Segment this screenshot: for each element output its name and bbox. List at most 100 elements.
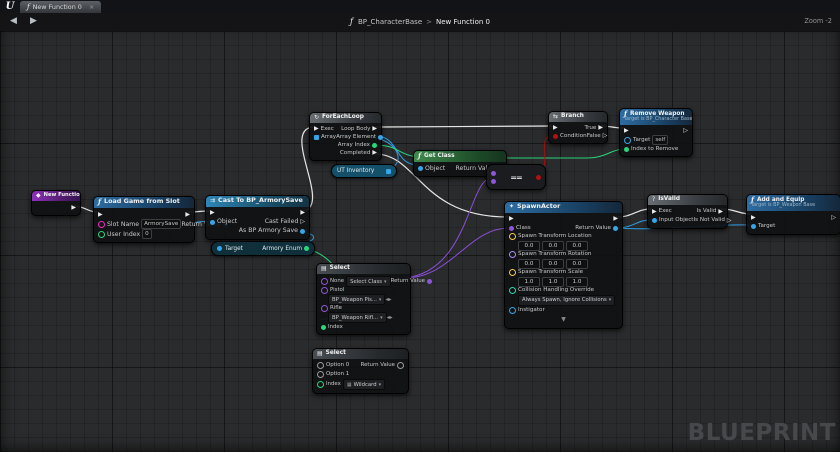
rotation-x-input[interactable]: 0.0 [518,259,540,269]
cast-failed-pin[interactable]: ▷ [300,219,305,225]
equal-input-b-pin[interactable] [491,179,496,184]
node-branch[interactable]: ⇆ Branch ▶ True ▶ Condition False ▷ [548,111,608,144]
exec-out-pin[interactable]: ▶ [613,216,618,222]
array-index-pin[interactable] [372,143,377,148]
location-y-input[interactable]: 0.0 [542,241,564,251]
breadcrumb-current[interactable]: New Function 0 [436,18,490,26]
exec-in-pin[interactable]: ▶ [509,216,514,222]
exec-in-pin[interactable]: ▶ [553,125,558,131]
return-value-pin[interactable] [613,226,618,231]
exec-in-pin[interactable]: ▶ [98,212,103,218]
pin-label: Return Value [361,362,395,368]
collision-handling-dropdown[interactable]: Always Spawn, Ignore Collisions ▾ [518,295,615,306]
exec-in-pin[interactable]: ▶ [652,209,657,215]
exec-out-pin[interactable]: ▶ [300,210,305,216]
index-wildcard-dropdown[interactable]: ▦ Wildcard ▾ [343,379,385,390]
target-pin[interactable] [217,246,222,251]
exec-out-pin[interactable]: ▷ [683,128,688,134]
node-remove-weapon[interactable]: ƒ Remove Weapon Target is BP_Character B… [619,108,693,157]
armory-enum-pin[interactable] [304,246,309,251]
slot-name-pin[interactable] [98,221,105,228]
node-get-armory-enum[interactable]: Target Armory Enum [211,241,315,256]
pistol-class-dropdown[interactable]: BP_Weapon Pis... ▾ [328,294,385,305]
pistol-pin[interactable] [321,287,328,294]
index-pin[interactable] [317,381,324,388]
exec-in-pin[interactable]: ▶ [210,210,215,216]
index-pin[interactable] [321,325,326,330]
equal-input-a-pin[interactable] [491,171,496,176]
pin-label: Collision Handling Override [518,287,594,294]
location-x-input[interactable]: 0.0 [518,241,540,251]
node-subtitle: Target is BP_Character Base [624,117,688,123]
true-pin[interactable]: ▶ [598,125,603,131]
target-self-box[interactable]: self [652,135,668,145]
exec-out-pin[interactable]: ▶ [71,205,76,211]
exec-out-pin[interactable]: ▷ [831,215,836,221]
target-pin[interactable] [624,137,631,144]
equal-result-pin[interactable] [536,175,541,180]
scale-z-input[interactable]: 1.0 [566,277,588,287]
exec-out-pin[interactable]: ▶ [185,212,190,218]
is-valid-pin[interactable]: ▶ [718,209,723,215]
use-asset-icon[interactable]: ▸ [388,296,391,303]
loop-body-pin[interactable]: ▶ [372,126,377,132]
completed-pin[interactable]: ▶ [372,150,377,156]
return-value-pin[interactable] [397,362,404,369]
node-cast-to-bp-armorysave[interactable]: ⇉ Cast To BP_ArmorySave ▶ ▶ Object Cast … [205,195,310,240]
scale-y-input[interactable]: 1.0 [542,277,564,287]
user-index-input[interactable]: 0 [142,229,152,239]
node-add-and-equip[interactable]: ƒ Add and Equip Target is BP_Weapon Base… [746,194,840,235]
option-0-pin[interactable] [317,362,324,369]
pin-label: Completed [340,150,371,157]
false-pin[interactable]: ▷ [603,133,608,139]
rotation-z-input[interactable]: 0.0 [566,259,588,269]
class-pin[interactable] [509,226,514,231]
breadcrumb-parent[interactable]: BP_CharacterBase [358,18,422,26]
node-load-game-from-slot[interactable]: ƒ Load Game from Slot ▶ ▶ Slot Name Armo… [93,196,195,243]
none-class-dropdown[interactable]: Select Class ▾ [346,276,390,287]
tab-close-icon[interactable]: × [89,3,94,11]
user-index-pin[interactable] [98,231,105,238]
option-1-pin[interactable] [317,371,324,378]
array-element-pin[interactable] [378,135,383,140]
condition-pin[interactable] [553,134,558,139]
pin-label: Object [425,165,445,172]
exec-in-pin[interactable]: ▶ [624,128,629,134]
exec-in-pin[interactable]: ▶ [314,126,319,132]
exec-in-pin[interactable]: ▶ [751,215,756,221]
node-spawn-actor[interactable]: ✦ SpawnActor ▶ ▶ Class Return Value Spaw… [504,201,623,329]
node-select-weapon-class[interactable]: ▤ Select None Select Class ▾ Return Valu… [316,263,411,335]
none-pin[interactable] [321,278,328,285]
object-pin[interactable] [210,220,215,225]
as-bp-armory-save-pin[interactable] [300,229,305,234]
object-pin[interactable] [418,166,423,171]
tab-new-function[interactable]: ƒ New Function 0 × [20,1,101,13]
node-get-ut-inventory[interactable]: UT Inventory [331,164,397,178]
collision-handling-pin[interactable] [509,287,516,294]
rotation-y-input[interactable]: 0.0 [542,259,564,269]
target-pin[interactable] [751,224,756,229]
inventory-array-pin[interactable] [386,169,391,174]
is-not-valid-pin[interactable]: ▷ [727,218,732,224]
node-equal-class[interactable]: == [486,164,546,190]
node-select-bottom[interactable]: ▤ Select Option 0 Return Value Option 1 … [312,348,409,394]
node-foreachloop[interactable]: ↻ ForEachLoop ▶ Exec Loop Body ▶ Array A… [309,112,382,161]
slot-name-input[interactable]: ArmorySave [141,219,181,229]
rifle-pin[interactable] [321,305,328,312]
location-z-input[interactable]: 0.0 [566,241,588,251]
return-value-pin[interactable] [427,279,432,284]
rifle-class-dropdown[interactable]: BP_Weapon Rifl... ▾ [328,312,387,323]
input-object-pin[interactable] [652,218,657,223]
collapse-arrow-icon[interactable]: ▼ [505,315,622,325]
node-is-valid[interactable]: ? IsValid ▶ Exec Is Valid ▶ Input Object… [647,194,728,229]
index-to-remove-pin[interactable] [624,147,629,152]
scale-x-input[interactable]: 1.0 [518,277,540,287]
spawn-location-pin[interactable] [509,233,516,240]
node-new-function-entry[interactable]: ◆ New Function 0 ▶ [31,190,81,216]
blueprint-watermark: BLUEPRINT [688,420,836,446]
spawn-scale-pin[interactable] [509,269,516,276]
use-asset-icon[interactable]: ▸ [390,314,393,321]
instigator-pin[interactable] [509,307,516,314]
array-pin[interactable] [314,135,319,140]
spawn-rotation-pin[interactable] [509,251,516,258]
